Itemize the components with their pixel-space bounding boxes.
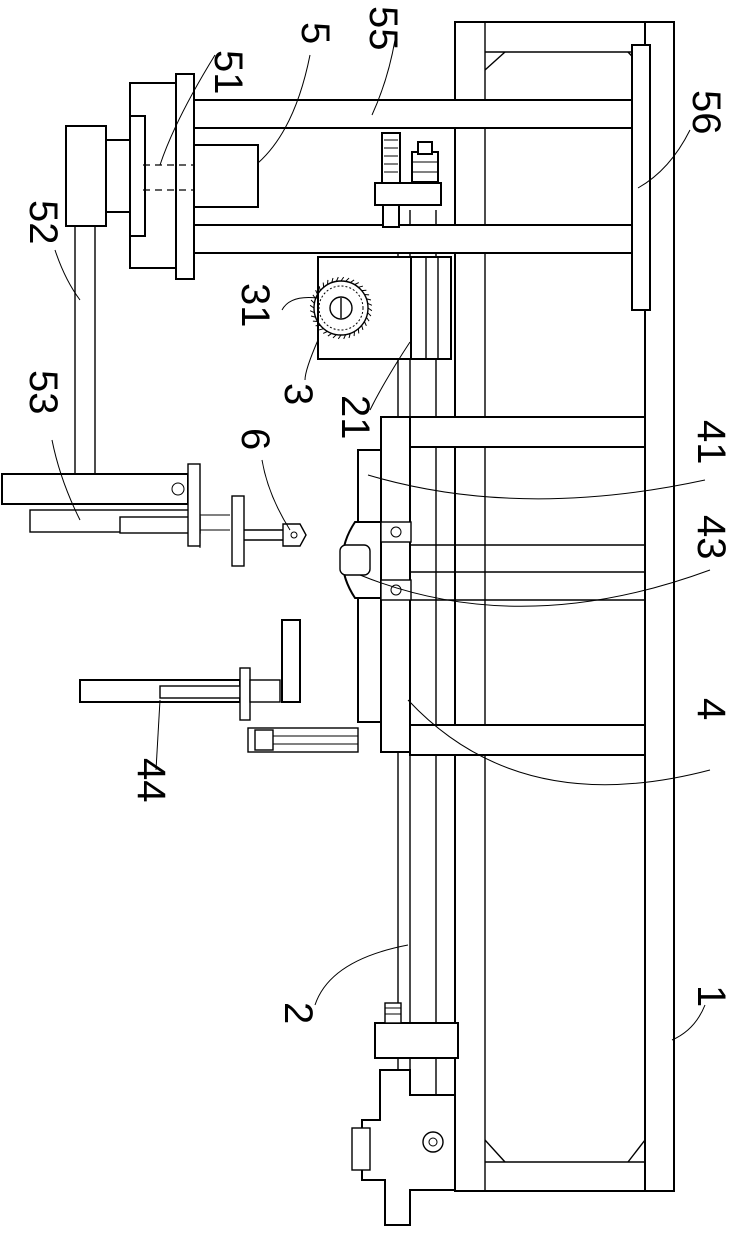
- label-56: 56: [684, 90, 728, 135]
- label-41: 41: [689, 420, 733, 465]
- label-53: 53: [21, 370, 65, 415]
- saw-block: [314, 257, 451, 359]
- label-31: 31: [233, 283, 277, 328]
- label-55: 55: [361, 6, 405, 51]
- label-2: 2: [276, 1002, 320, 1024]
- label-43: 43: [689, 515, 733, 560]
- drive-unit: [352, 1003, 458, 1225]
- label-1: 1: [689, 985, 733, 1007]
- label-4: 4: [689, 698, 733, 720]
- label-3: 3: [276, 383, 320, 405]
- label-52: 52: [21, 200, 65, 245]
- label-5: 5: [293, 22, 337, 44]
- cylinder-44: [80, 620, 358, 752]
- label-51: 51: [206, 50, 250, 95]
- label-6: 6: [233, 428, 277, 450]
- label-44: 44: [129, 758, 173, 803]
- arm-52: [75, 226, 95, 475]
- label-21: 21: [333, 395, 377, 440]
- tower-clamp: [375, 133, 441, 227]
- saw-tooth: [311, 300, 314, 303]
- cylinder-53: [2, 464, 306, 566]
